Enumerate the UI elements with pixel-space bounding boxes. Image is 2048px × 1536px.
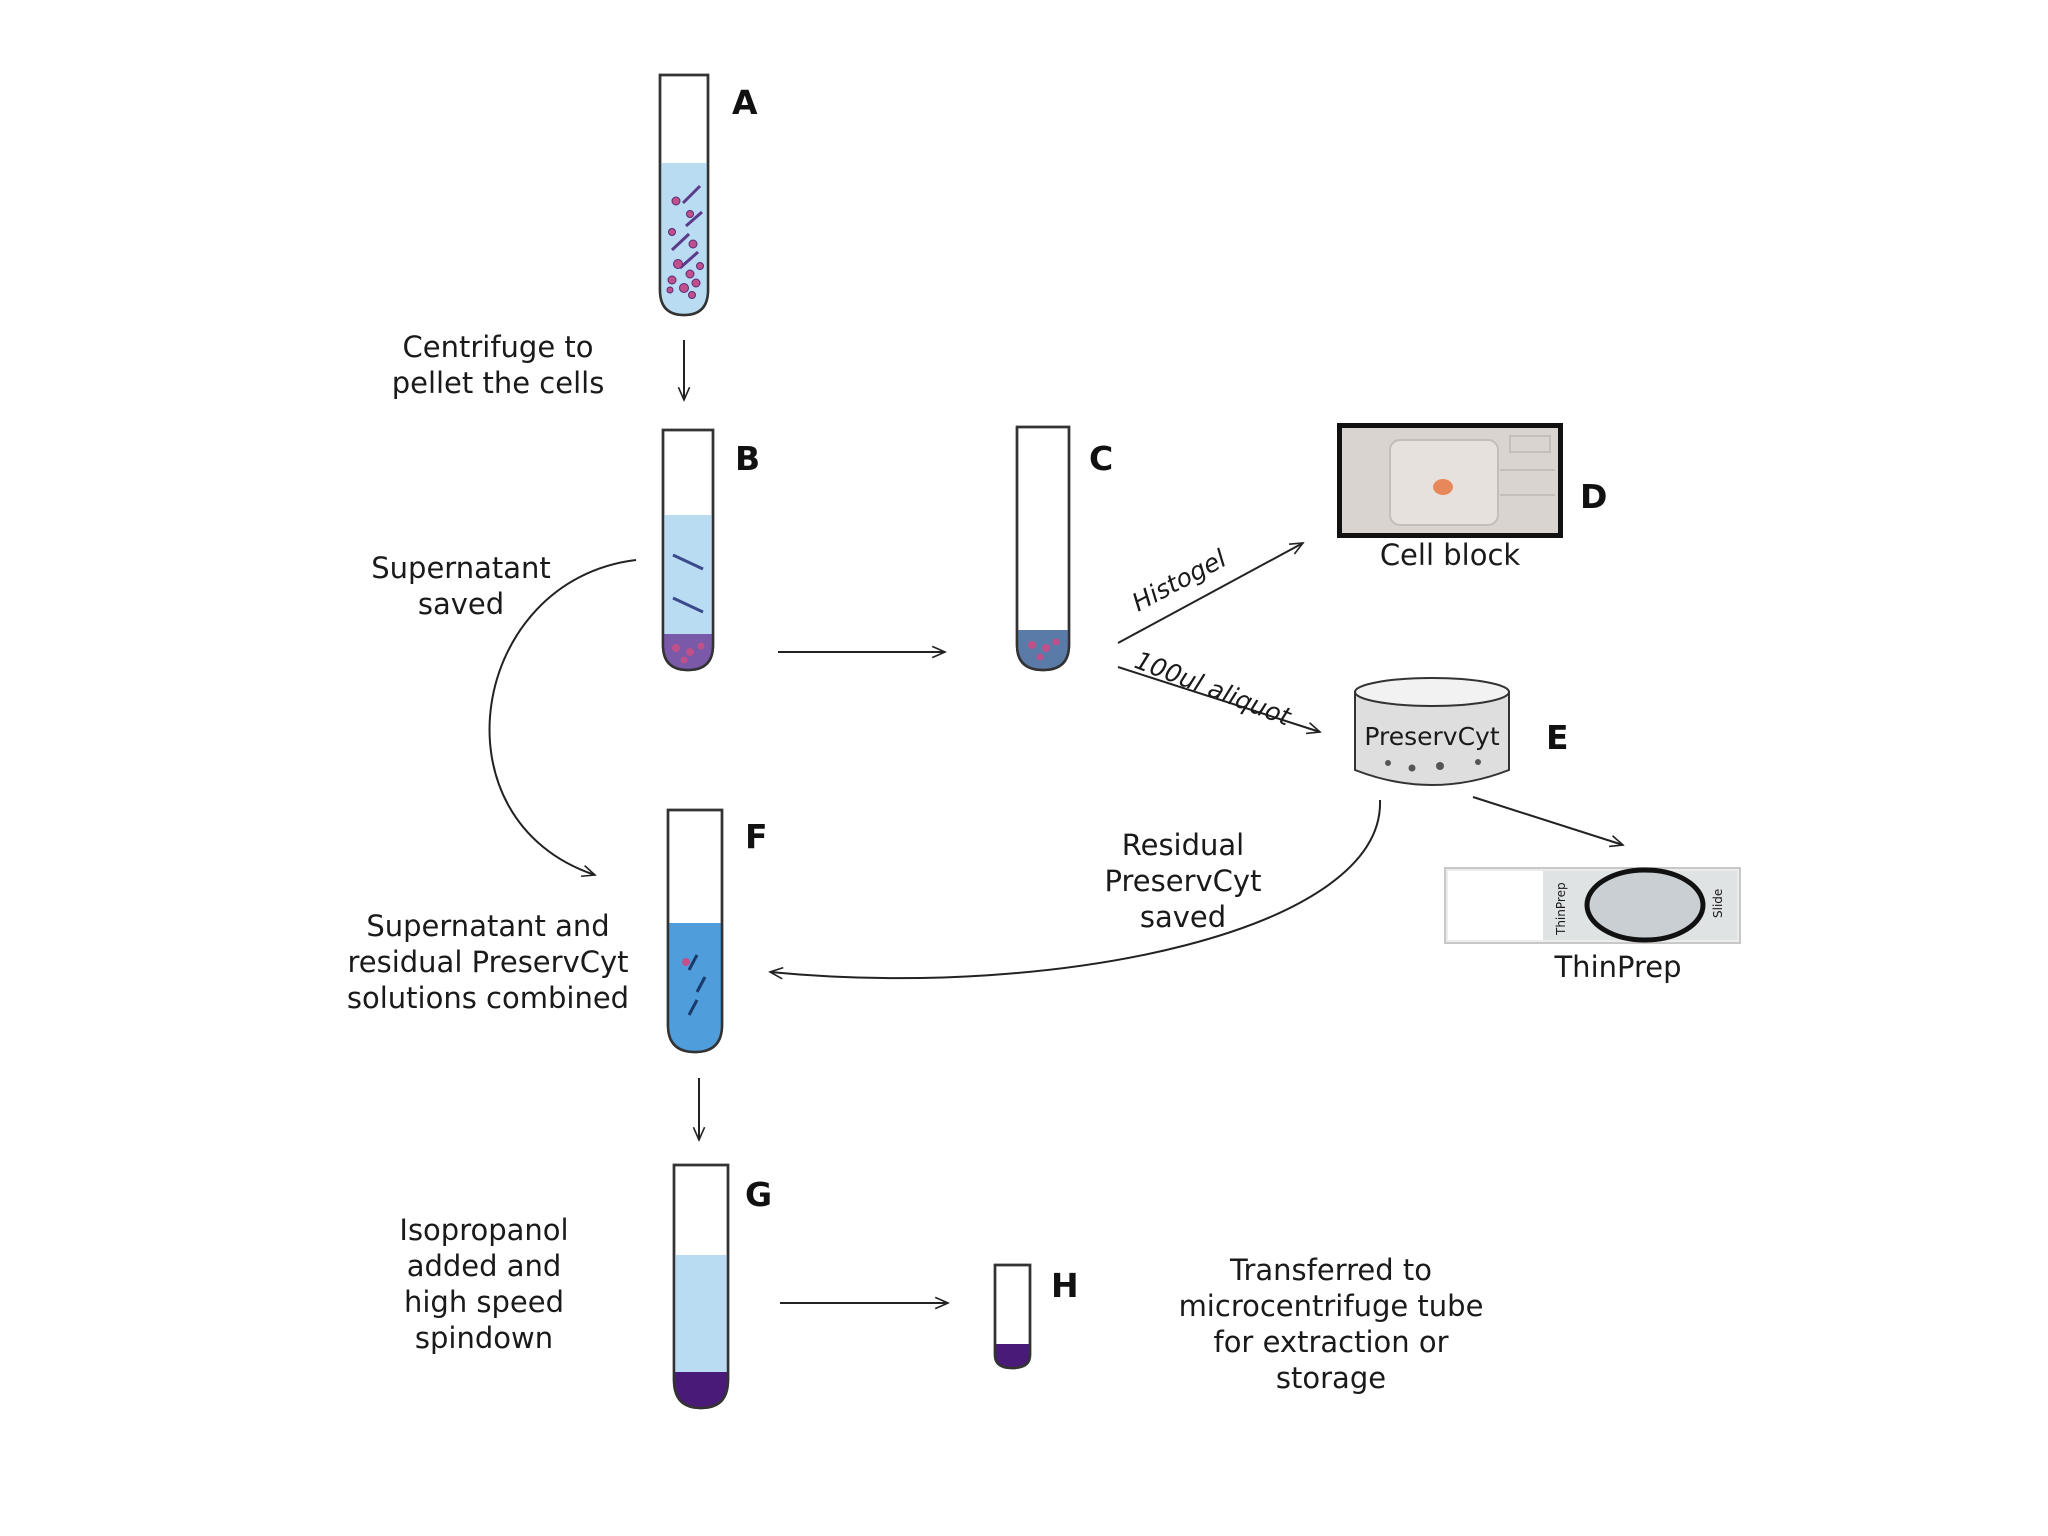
cell-block-d [1337,423,1563,538]
slide-mark-text: Slide [1711,889,1725,918]
arrow-e-to-f [770,799,1382,978]
transferred-label-line-2: microcentrifuge tube [1179,1289,1484,1323]
step-letter-f: F [745,817,768,856]
centrifuge-label-line-1: Centrifuge to [403,330,594,364]
aliquot-label: 100ul aliquot [1131,646,1296,732]
combined-label-line-2: residual PreservCyt [347,945,628,979]
tissue-spot [1433,479,1453,495]
tube-h: H [993,1263,1079,1370]
arrow-c-to-e [1117,666,1320,732]
preservcyt-container-label: PreservCyt [1364,722,1499,751]
thinprep-slide: ThinPrep Slide [1444,867,1741,944]
slide-brand-text: ThinPrep [1554,882,1568,936]
step-letter-d: D [1580,477,1607,516]
transferred-label-line-3: for extraction or [1213,1325,1448,1359]
tube-a: A [658,73,758,317]
cell-suspension [670,184,703,270]
tube-c-pellet [1017,630,1069,670]
residual-label-line-3: saved [1140,900,1226,934]
tube-b: B [661,428,760,672]
arrow-c-to-d [1117,543,1303,644]
tube-h-pellet [995,1344,1030,1368]
residual-label-line-1: Residual [1122,828,1244,862]
supernatant-saved-line-2: saved [418,587,504,621]
thinprep-caption: ThinPrep [1553,950,1681,984]
transferred-label-line-4: storage [1276,1361,1386,1395]
centrifuge-label-line-2: pellet the cells [392,366,605,400]
step-letter-h: H [1051,1266,1079,1305]
combined-label-line-3: solutions combined [347,981,629,1015]
preservcyt-container-e: PreservCyt [1354,677,1510,786]
step-letter-g: G [745,1175,772,1214]
step-letter-c: C [1089,439,1113,478]
isopropanol-label-line-2: added and [407,1249,562,1283]
combined-label-line-1: Supernatant and [366,909,609,943]
residual-label-line-2: PreservCyt [1105,864,1262,898]
transferred-label-line-1: Transferred to [1229,1253,1432,1287]
step-letter-b: B [735,439,760,478]
isopropanol-label-line-4: spindown [415,1321,553,1355]
tube-a-liquid [660,163,708,315]
tube-c: C [1015,425,1113,672]
arrow-b-to-f [488,559,637,875]
step-letter-a: A [732,83,758,122]
tube-g-pellet [674,1372,728,1408]
step-letter-e: E [1546,718,1569,757]
tube-g: G [672,1163,772,1410]
arrow-e-to-thinprep [1472,796,1623,845]
cell-block-caption: Cell block [1380,538,1521,572]
isopropanol-label-line-1: Isopropanol [399,1213,568,1247]
isopropanol-label-line-3: high speed [404,1285,564,1319]
tube-f: F [666,808,768,1054]
histogel-label: Histogel [1127,544,1231,618]
tube-f-liquid [668,923,722,1052]
supernatant-saved-line-1: Supernatant [371,551,551,585]
